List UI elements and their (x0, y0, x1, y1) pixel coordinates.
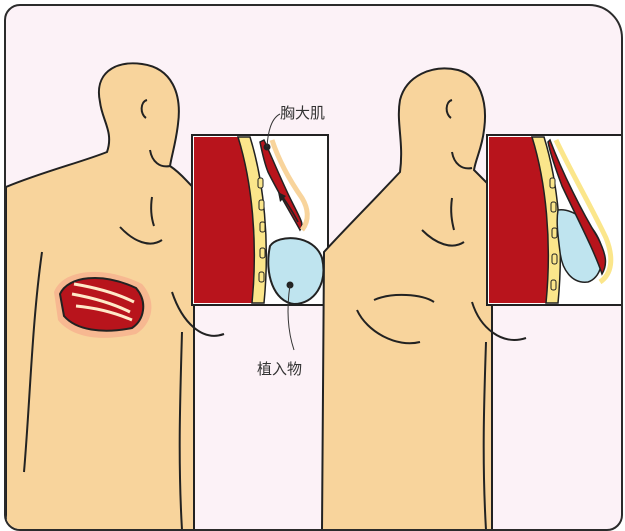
incision-muscle-patch (54, 272, 151, 338)
implant-label: 植入物 (257, 360, 302, 378)
illustration-frame: 胸大肌 植入物 (4, 4, 623, 531)
muscle-label: 胸大肌 (280, 104, 325, 122)
right-inset-panel (487, 135, 621, 305)
right-torso-body (322, 68, 492, 529)
left-inset-panel (192, 135, 328, 305)
implant-shape (268, 238, 323, 304)
breast-augmentation-diagram: 胸大肌 植入物 (6, 6, 621, 529)
